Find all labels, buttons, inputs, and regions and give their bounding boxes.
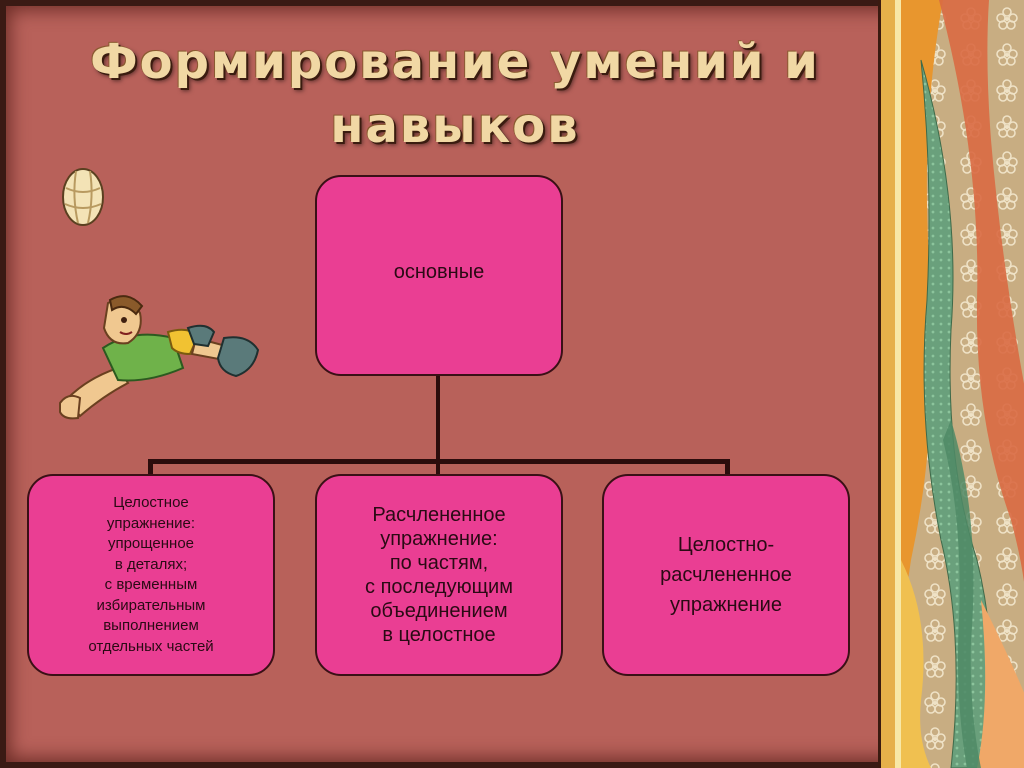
node-divided-exercise: Расчлененное упражнение: по частям, с по… bbox=[315, 474, 563, 676]
volleyball-icon bbox=[62, 168, 104, 226]
slide-title: Формирование умений и навыков bbox=[90, 34, 820, 154]
player-illustration bbox=[59, 295, 260, 420]
node-whole-exercise: Целостное упражнение: упрощенное в детал… bbox=[27, 474, 275, 676]
node-root-label: основные bbox=[393, 261, 485, 283]
node-whole-divided-exercise-label: Целостно- расчлененное упражнение bbox=[660, 534, 792, 616]
node-root: основные bbox=[315, 175, 563, 376]
connector-middle bbox=[436, 459, 440, 474]
decorative-pattern bbox=[881, 0, 1024, 768]
node-whole-exercise-label: Целостное упражнение: упрощенное в детал… bbox=[88, 494, 214, 655]
node-divided-exercise-label: Расчлененное упражнение: по частям, с по… bbox=[365, 504, 513, 646]
connector-left bbox=[148, 459, 153, 474]
connector-vertical-root bbox=[436, 376, 440, 462]
connector-right bbox=[725, 459, 730, 474]
decorative-side-panel bbox=[878, 0, 1024, 768]
node-whole-divided-exercise: Целостно- расчлененное упражнение bbox=[602, 474, 850, 676]
connector-horizontal bbox=[150, 459, 730, 464]
